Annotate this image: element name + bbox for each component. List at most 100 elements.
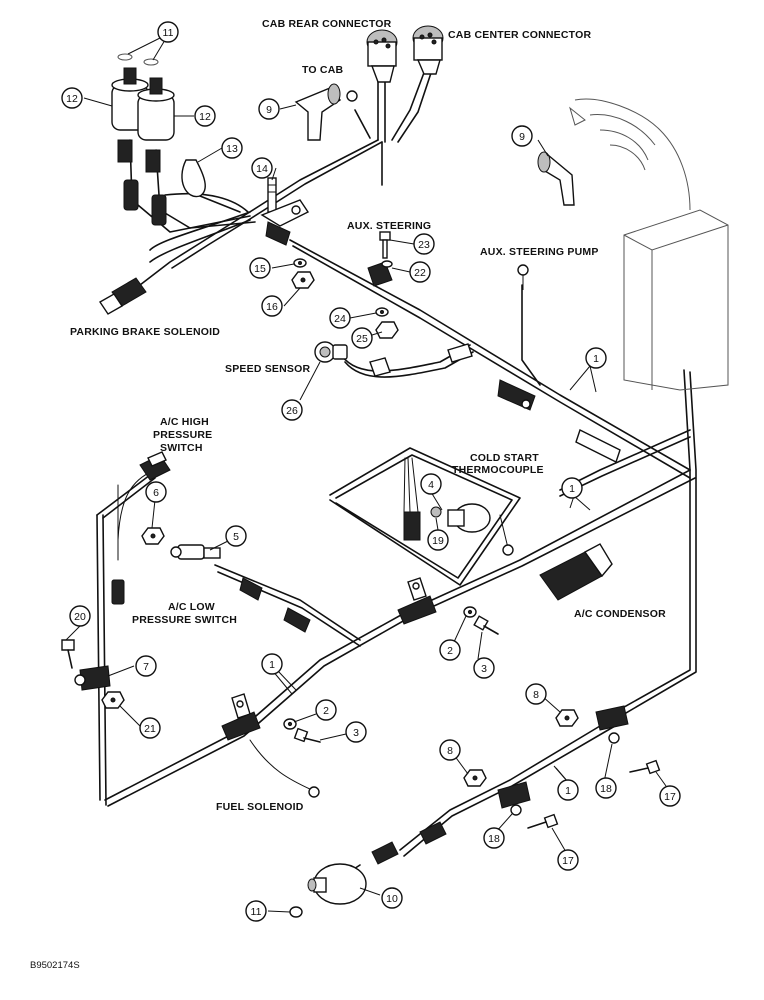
label-cold-start-line2: THERMOCOUPLE [452,464,544,476]
svg-text:9: 9 [519,131,525,143]
callout-11-top: 11 [157,21,179,43]
label-cab-center-connector: CAB CENTER CONNECTOR [448,29,591,41]
callout-17-left: 17 [557,849,579,871]
callout-21: 21 [139,717,161,739]
svg-text:5: 5 [233,531,239,543]
svg-text:8: 8 [533,689,539,701]
label-ac-high-line1: A/C HIGH [160,416,209,428]
callout-1-c: 1 [261,653,283,675]
svg-text:17: 17 [562,855,574,867]
label-ac-high-line3: SWITCH [160,442,203,454]
nut-8-lower [463,769,487,787]
label-ac-low-line2: PRESSURE SWITCH [132,614,237,626]
svg-text:25: 25 [356,333,368,345]
nut-8-upper [555,709,579,727]
speed-sensor-10 [307,863,367,905]
nut-6 [141,527,165,545]
lower-connectors [371,821,447,865]
callout-2-upper: 2 [439,639,461,661]
svg-text:21: 21 [144,723,156,735]
svg-text:19: 19 [432,535,444,547]
stud-14 [267,177,277,213]
callout-4: 4 [420,473,442,495]
battery-box [623,209,729,391]
callout-14: 14 [251,157,273,179]
label-to-cab: TO CAB [302,64,343,76]
left-harness-connector [111,579,125,605]
clamp-22 [367,260,393,287]
svg-text:18: 18 [488,833,500,845]
speed-sensor [314,341,473,377]
clamp-18-right [595,705,629,744]
harness-wires [96,69,697,879]
clamp-7 [61,639,111,691]
callout-1-d: 1 [557,779,579,801]
cab-rear-connector [366,29,398,83]
callout-26: 26 [281,399,303,421]
svg-text:3: 3 [481,663,487,675]
nut-25 [375,321,399,339]
label-cold-start-line1: COLD START [470,452,539,464]
svg-text:1: 1 [565,785,571,797]
svg-text:3: 3 [353,727,359,739]
cold-start-thermocouple [403,503,514,556]
ac-low-pressure-switch [170,544,311,633]
figure-code: B9502174S [30,960,80,971]
aux-steering-pump-terminal [497,264,621,463]
svg-text:9: 9 [266,104,272,116]
engine-outline [569,98,691,211]
label-fuel-solenoid: FUEL SOLENOID [216,801,304,813]
nut-15 [293,258,307,268]
bolt-23 [379,231,391,259]
callout-7: 7 [135,655,157,677]
bolt-17-left [527,813,559,829]
svg-text:24: 24 [334,313,346,325]
callout-5: 5 [225,525,247,547]
washer-2-lower [283,718,297,730]
svg-text:11: 11 [251,906,262,918]
svg-text:12: 12 [66,93,78,105]
nut-21 [101,691,125,709]
component-labels: CAB REAR CONNECTOR CAB CENTER CONNECTOR … [30,18,666,971]
callout-12-left: 12 [61,87,83,109]
callout-16: 16 [261,295,283,317]
label-ac-high-line2: PRESSURE [153,429,212,441]
washer-24 [375,307,389,317]
washer-2-upper [463,606,477,618]
callout-19: 19 [427,529,449,551]
label-ac-condensor: A/C CONDENSOR [574,608,666,620]
callout-2-lower: 2 [315,699,337,721]
svg-text:10: 10 [386,893,398,905]
svg-text:1: 1 [269,659,275,671]
callout-24: 24 [329,307,351,329]
svg-text:1: 1 [569,483,575,495]
svg-text:26: 26 [286,405,298,417]
callout-15: 15 [249,257,271,279]
parking-brake-connector [99,277,147,315]
callout-6: 6 [145,481,167,503]
callout-1-b: 1 [561,477,583,499]
o-ring-lower [289,906,303,918]
callout-18-right: 18 [595,777,617,799]
svg-text:16: 16 [266,301,278,313]
tie-strap [181,159,241,213]
label-aux-steering: AUX. STEERING [347,220,431,232]
label-parking-brake-solenoid: PARKING BRAKE SOLENOID [70,326,220,338]
svg-text:6: 6 [153,487,159,499]
label-cab-rear-connector: CAB REAR CONNECTOR [262,18,392,30]
cab-center-connector [412,25,444,75]
svg-text:2: 2 [447,645,453,657]
callout-23: 23 [413,233,435,255]
svg-text:11: 11 [163,27,174,39]
svg-text:14: 14 [256,163,268,175]
parking-brake-solenoids [111,53,175,173]
clamp-mid [397,577,437,625]
label-speed-sensor: SPEED SENSOR [225,363,310,375]
callout-1-a: 1 [585,347,607,369]
svg-text:20: 20 [74,611,86,623]
callout-10: 10 [381,887,403,909]
callout-22: 22 [409,261,431,283]
svg-text:8: 8 [447,745,453,757]
svg-text:12: 12 [199,111,211,123]
